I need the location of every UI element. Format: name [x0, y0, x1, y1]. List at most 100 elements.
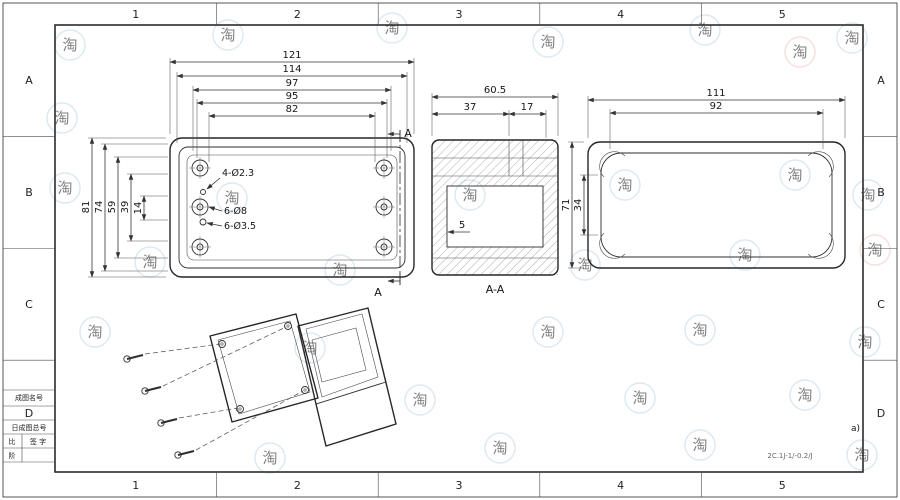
callout-leader — [208, 206, 223, 212]
dim-14: 14 — [133, 202, 144, 215]
title-block-lines — [3, 389, 55, 463]
top-view-outer-outline — [169, 137, 415, 278]
svg-text:淘: 淘 — [854, 446, 869, 464]
watermark-stamp: 淘 — [212, 19, 244, 51]
svg-text:淘: 淘 — [142, 253, 157, 271]
title-block-row2: 日成图总号 — [12, 423, 47, 432]
dim-wall: 5 — [459, 220, 465, 231]
svg-text:淘: 淘 — [797, 386, 812, 404]
extension-lines — [431, 93, 559, 138]
watermark-stamp: 淘 — [789, 379, 821, 411]
zone-row-label: A — [25, 74, 33, 87]
watermark-stamp: 淘 — [779, 159, 811, 191]
side-view: 111 92 71 34 — [561, 88, 846, 269]
svg-text:淘: 淘 — [54, 109, 69, 127]
zone-tick-lines — [3, 3, 897, 497]
callout-boss-holes: 6-Ø3.5 — [224, 221, 256, 232]
assembly-axis — [144, 343, 221, 355]
title-block: 成图名号 日成图总号 比 签 字 阶 — [3, 389, 55, 463]
svg-text:淘: 淘 — [62, 36, 77, 54]
bottom-right-note: 2C.1J-1/-0.2/J — [767, 452, 812, 460]
top-view-inner-contour — [186, 154, 398, 261]
watermark-stamp: 淘 — [49, 172, 81, 204]
title-block-row3-right: 签 字 — [30, 437, 46, 446]
dim-71: 71 — [561, 199, 572, 212]
section-view: 5 60.5 37 17 A-A — [431, 85, 559, 296]
svg-text:淘: 淘 — [860, 186, 875, 204]
screw-shaft — [177, 450, 195, 456]
section-line-a: A A — [374, 127, 412, 299]
assembly-axis — [178, 407, 239, 419]
svg-text:淘: 淘 — [224, 189, 239, 207]
boss-centerlines — [189, 157, 395, 258]
watermark-stamp: 淘 — [624, 382, 656, 414]
lid-hole-center — [220, 342, 224, 346]
dim-97: 97 — [286, 78, 299, 89]
iso-body-inner-rim — [305, 313, 379, 398]
callout-leader — [206, 221, 223, 227]
watermark-stamp: 淘 — [849, 326, 881, 358]
svg-text:淘: 淘 — [87, 323, 102, 341]
section-hatch — [432, 140, 558, 275]
assembly-axis — [162, 326, 287, 387]
side-view-corner-fillets — [599, 151, 834, 259]
iso-body-edge — [385, 381, 397, 425]
dim-95: 95 — [286, 91, 299, 102]
watermark-stamp: 淘 — [684, 429, 716, 461]
zone-col-label: 3 — [456, 8, 463, 21]
section-detail-lines — [432, 140, 558, 259]
watermark-stamp: 淘 — [684, 314, 716, 346]
iso-screws — [123, 326, 304, 459]
extension-lines — [88, 137, 168, 278]
svg-text:淘: 淘 — [540, 33, 555, 51]
callout-bosses: 6-Ø8 — [224, 206, 247, 217]
watermark-stamp: 淘 — [532, 26, 564, 58]
lid-hole — [301, 386, 309, 394]
svg-text:淘: 淘 — [384, 19, 399, 37]
svg-text:淘: 淘 — [462, 186, 477, 204]
svg-text:淘: 淘 — [792, 43, 807, 61]
zone-row-label: B — [25, 186, 33, 199]
iso-lid-outline — [209, 313, 319, 423]
watermark-layer: 淘淘淘淘淘淘淘淘淘淘淘淘淘淘淘淘淘淘淘淘淘淘淘淘淘淘淘淘淘淘淘 — [46, 12, 891, 474]
iso-lid-screw-holes — [218, 322, 309, 413]
zone-col-label: 4 — [617, 8, 624, 21]
zone-row-label: D — [877, 407, 885, 420]
zone-row-label: D — [25, 407, 33, 420]
section-view-label: A-A — [486, 283, 505, 296]
svg-text:淘: 淘 — [262, 449, 277, 467]
zone-col-label: 2 — [294, 8, 301, 21]
watermark-stamp: 淘 — [54, 29, 86, 61]
watermark-stamp: 淘 — [254, 442, 286, 474]
svg-text:淘: 淘 — [220, 26, 235, 44]
watermark-stamp: 淘 — [569, 249, 601, 281]
section-letter-top: A — [404, 127, 412, 140]
zone-row-label: C — [25, 298, 33, 311]
svg-text:淘: 淘 — [737, 246, 752, 264]
svg-text:淘: 淘 — [844, 29, 859, 47]
zone-row-label: B — [877, 186, 885, 199]
callout-corner-holes: 4-Ø2.3 — [222, 168, 254, 179]
svg-text:淘: 淘 — [787, 166, 802, 184]
watermark-stamp: 淘 — [532, 316, 564, 348]
top-view-vertical-dims: 81 74 59 39 14 — [81, 137, 168, 278]
extension-lines — [568, 96, 846, 269]
watermark-stamp: 淘 — [134, 246, 166, 278]
zone-col-label: 3 — [456, 479, 463, 492]
dim-59: 59 — [107, 201, 118, 214]
watermark-stamp: 淘 — [484, 432, 516, 464]
svg-text:淘: 淘 — [617, 176, 632, 194]
isometric-view — [123, 307, 397, 459]
svg-text:淘: 淘 — [492, 439, 507, 457]
assembly-axis — [195, 390, 304, 451]
zone-col-label: 1 — [132, 479, 139, 492]
top-view: A A 121 114 97 95 82 81 74 59 3 — [81, 50, 415, 299]
watermark-stamp: 淘 — [324, 254, 356, 286]
svg-text:淘: 淘 — [412, 391, 427, 409]
watermark-stamp: 淘 — [852, 179, 884, 211]
top-view-inner-outline — [178, 146, 406, 269]
watermark-stamp: 淘 — [846, 439, 878, 471]
